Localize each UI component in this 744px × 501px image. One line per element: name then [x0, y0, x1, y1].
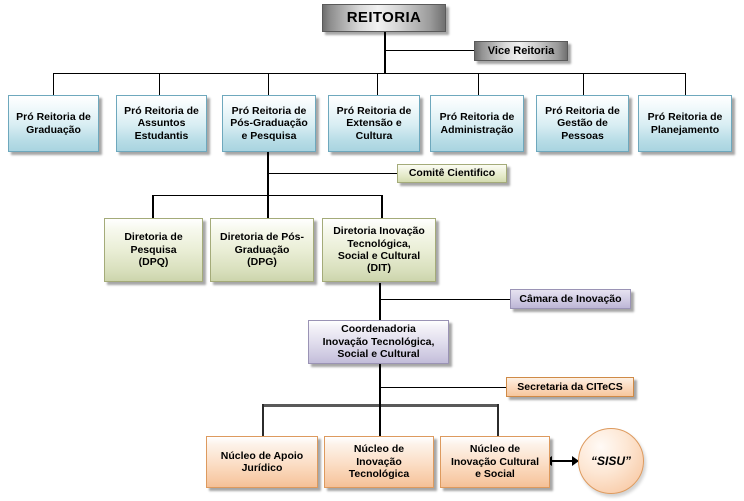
connector-proreitoria-bus — [53, 73, 686, 74]
node-camara-inovacao[interactable]: Câmara de Inovação — [510, 289, 631, 309]
connector-drop-diretoria-1 — [152, 195, 154, 218]
node-secretaria-citecs[interactable]: Secretaria da CITeCS — [506, 377, 634, 397]
node-diretoria-pesquisa[interactable]: Diretoria de Pesquisa (DPQ) — [104, 218, 203, 282]
connector-drop-pro-1 — [53, 73, 54, 95]
connector-dit-camara — [380, 299, 511, 300]
node-pro-reitoria-graduacao[interactable]: Pró Reitoria de Graduação — [8, 95, 99, 152]
connector-dit-stem — [379, 283, 381, 322]
node-vice-reitoria[interactable]: Vice Reitoria — [474, 41, 568, 61]
node-nucleo-inovacao-tecnologica[interactable]: Núcleo de Inovação Tecnológica — [324, 436, 434, 488]
node-label: Núcleo de Apoio Jurídico — [220, 449, 304, 474]
connector-coordenadoria-secretaria — [380, 387, 507, 388]
node-label: Pró Reitoria de Pós-Graduação e Pesquisa — [230, 104, 308, 142]
connector-drop-nucleo-1 — [262, 404, 264, 436]
connector-diretoria-bus — [152, 195, 382, 196]
node-label: Diretoria Inovação Tecnológica, Social e… — [333, 225, 425, 275]
connector-drop-pro-6 — [583, 73, 584, 95]
node-label: Diretoria de Pesquisa (DPQ) — [124, 231, 183, 269]
connector-drop-pro-7 — [685, 73, 686, 95]
node-pro-reitoria-assuntos-estudantis[interactable]: Pró Reitoria de Assuntos Estudantis — [116, 95, 207, 152]
node-reitoria[interactable]: REITORIA — [322, 4, 446, 32]
connector-reitoria-stem — [384, 32, 386, 74]
connector-drop-pro-4 — [377, 73, 378, 95]
node-label: Pró Reitoria de Administração — [439, 111, 515, 136]
connector-drop-diretoria-3 — [381, 195, 383, 218]
connector-drop-pro-5 — [478, 73, 479, 95]
node-comite-cientifico[interactable]: Comitê Cientifico — [397, 164, 507, 183]
node-comite-cientifico-label: Comitê Cientifico — [408, 167, 496, 180]
node-secretaria-citecs-label: Secretaria da CITeCS — [517, 380, 623, 393]
node-label: Pró Reitoria de Gestão de Pessoas — [545, 104, 620, 142]
connector-coordenadoria-stem — [379, 364, 381, 406]
node-camara-inovacao-label: Câmara de Inovação — [519, 292, 622, 305]
node-label: Coordenadoria Inovação Tecnológica, Soci… — [322, 323, 435, 361]
connector-reitoria-vice — [385, 50, 475, 51]
node-sisu-label: “SISU” — [590, 453, 631, 468]
node-pro-reitoria-administracao[interactable]: Pró Reitoria de Administração — [430, 95, 524, 152]
node-reitoria-label: REITORIA — [346, 9, 422, 27]
node-nucleo-apoio-juridico[interactable]: Núcleo de Apoio Jurídico — [206, 436, 318, 488]
node-label: Pró Reitoria de Graduação — [16, 111, 91, 136]
node-label: Pró Reitoria de Planejamento — [647, 111, 723, 136]
node-vice-reitoria-label: Vice Reitoria — [487, 44, 555, 57]
node-label: Diretoria de Pós- Graduação (DPG) — [219, 231, 305, 269]
node-pro-reitoria-planejamento[interactable]: Pró Reitoria de Planejamento — [638, 95, 732, 152]
connector-posgrad-stem — [267, 152, 269, 218]
node-label: Núcleo de Inovação Cultural e Social — [450, 443, 540, 481]
connector-drop-pro-3 — [268, 73, 269, 95]
node-label: Pró Reitoria de Extensão e Cultura — [336, 104, 412, 142]
arrow-head-right-icon — [572, 456, 579, 466]
node-diretoria-inovacao-tecnologica[interactable]: Diretoria Inovação Tecnológica, Social e… — [322, 218, 436, 282]
node-diretoria-pos-graduacao[interactable]: Diretoria de Pós- Graduação (DPG) — [210, 218, 314, 282]
connector-drop-nucleo-3 — [497, 404, 499, 436]
node-pro-reitoria-gestao-pessoas[interactable]: Pró Reitoria de Gestão de Pessoas — [536, 95, 629, 152]
node-sisu[interactable]: “SISU” — [578, 428, 644, 494]
connector-nucleo-sisu — [551, 460, 573, 462]
node-pro-reitoria-pos-graduacao-pesquisa[interactable]: Pró Reitoria de Pós-Graduação e Pesquisa — [222, 95, 316, 152]
node-label: Núcleo de Inovação Tecnológica — [348, 443, 410, 481]
connector-drop-pro-2 — [159, 73, 160, 95]
node-coordenadoria[interactable]: Coordenadoria Inovação Tecnológica, Soci… — [308, 320, 449, 364]
node-nucleo-inovacao-cultural-social[interactable]: Núcleo de Inovação Cultural e Social — [440, 436, 550, 488]
node-pro-reitoria-extensao-cultura[interactable]: Pró Reitoria de Extensão e Cultura — [328, 95, 420, 152]
connector-drop-nucleo-2 — [379, 404, 381, 436]
node-label: Pró Reitoria de Assuntos Estudantis — [124, 104, 199, 142]
connector-posgrad-comite — [268, 173, 398, 174]
